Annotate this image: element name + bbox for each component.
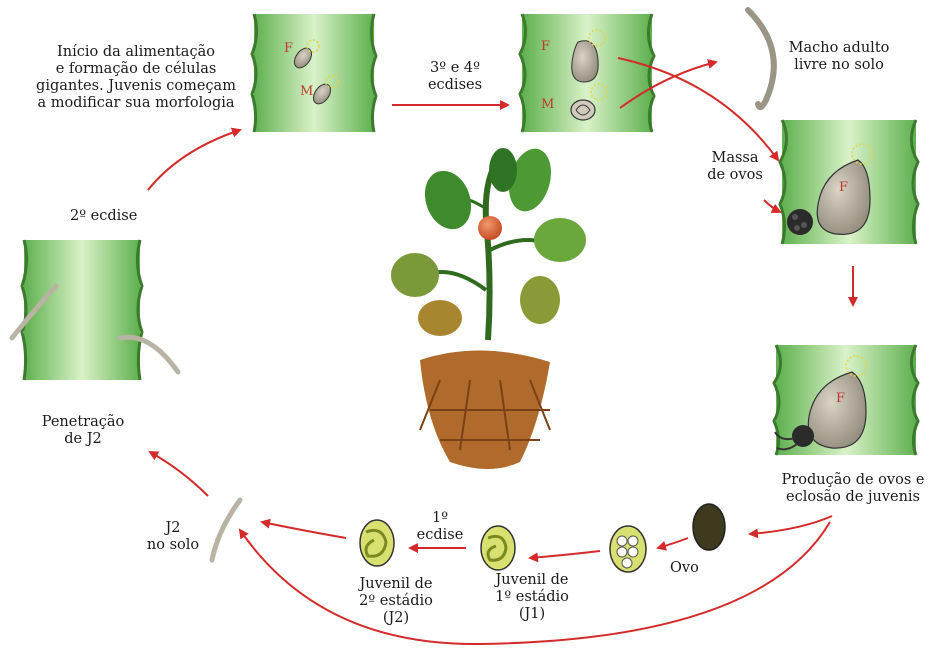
- label-line: eclosão de juvenis: [768, 489, 938, 506]
- label-line: de ovos: [700, 167, 770, 184]
- label-line: livre no solo: [776, 57, 902, 74]
- label-line: no solo: [138, 537, 208, 554]
- label-line: Juvenil de: [486, 572, 578, 589]
- egg-icon: [693, 504, 725, 550]
- label-line: Macho adulto: [776, 40, 902, 57]
- label-line: 1º estádio: [486, 589, 578, 606]
- label-line: ecdise: [410, 527, 470, 544]
- label-line: J2: [138, 520, 208, 537]
- root-segment-feeding: F M: [252, 14, 376, 132]
- female-marker: F: [839, 180, 848, 195]
- egg-with-embryo-icon: [610, 526, 646, 572]
- female-marker: F: [836, 391, 845, 406]
- cycle-arrow-icon: [148, 130, 240, 190]
- j2-soil-label: J2 no solo: [138, 520, 208, 554]
- label-line: 1º: [410, 510, 470, 527]
- adult-male-nematode-icon: [748, 10, 774, 107]
- egg-mass-icon: [787, 209, 813, 235]
- egg-j2-icon: [360, 520, 394, 566]
- label-line: 3º e 4º: [410, 60, 500, 77]
- male-marker: M: [541, 97, 554, 112]
- molt-1-label: 1º ecdise: [410, 510, 470, 544]
- root-segment-egg-production: F: [774, 345, 918, 455]
- root-segment-egg-mass: F: [780, 120, 918, 244]
- tomato-plant-icon: [391, 144, 586, 469]
- male-marker: M: [300, 84, 313, 99]
- cycle-arrow-icon: [658, 538, 688, 548]
- root-segment-penetration: [12, 240, 178, 380]
- penetration-label: Penetração de J2: [28, 414, 138, 448]
- label-line: Penetração: [28, 414, 138, 431]
- cycle-arrow-icon: [530, 551, 600, 558]
- cycle-arrow-icon: [262, 522, 346, 538]
- female-marker: F: [284, 41, 293, 56]
- label-line: Produção de ovos e: [768, 472, 938, 489]
- soil-j2-nematode-icon: [212, 500, 240, 560]
- label-line: gigantes. Juvenis começam: [28, 78, 244, 95]
- label-line: a modificar sua morfologia: [28, 95, 244, 112]
- egg-j1-icon: [481, 526, 515, 570]
- root-segment-molts: F M: [520, 14, 654, 132]
- cycle-arrow-icon: [750, 516, 832, 534]
- cycle-arrow-icon: [764, 200, 780, 212]
- label-line: Início da alimentação: [28, 44, 244, 61]
- label-line: 2º estádio: [350, 593, 442, 610]
- j1-label: Juvenil de 1º estádio (J1): [486, 572, 578, 623]
- cycle-arrow-icon: [150, 452, 208, 496]
- female-marker: F: [541, 39, 550, 54]
- label-line: (J2): [350, 610, 442, 627]
- label-line: e formação de células: [28, 61, 244, 78]
- feeding-start-label: Início da alimentação e formação de célu…: [28, 44, 244, 112]
- egg-production-label: Produção de ovos e eclosão de juvenis: [768, 472, 938, 506]
- egg-label: Ovo: [670, 560, 699, 577]
- label-line: ecdises: [410, 77, 500, 94]
- label-line: Juvenil de: [350, 576, 442, 593]
- label-line: Massa: [700, 150, 770, 167]
- egg-mass-label: Massa de ovos: [700, 150, 770, 184]
- adult-male-label: Macho adulto livre no solo: [776, 40, 902, 74]
- molt-2-label: 2º ecdise: [70, 208, 137, 225]
- label-line: (J1): [486, 606, 578, 623]
- label-line: de J2: [28, 431, 138, 448]
- molt-3-4-label: 3º e 4º ecdises: [410, 60, 500, 94]
- j2-label: Juvenil de 2º estádio (J2): [350, 576, 442, 627]
